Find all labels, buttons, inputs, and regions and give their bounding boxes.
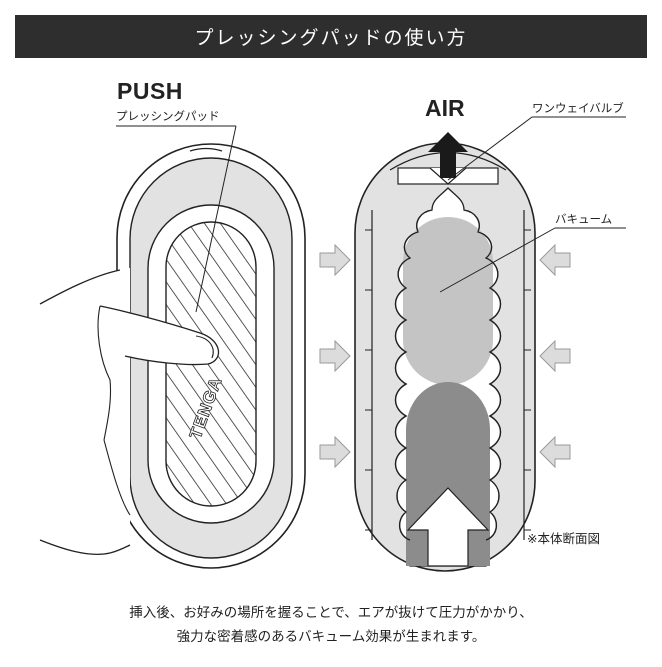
air-label: AIR [425, 95, 465, 121]
vacuum-label: バキューム [555, 212, 613, 226]
arrow-left-2 [539, 339, 571, 373]
arrow-right-2 [319, 339, 351, 373]
section-note: ※本体断面図 [527, 531, 600, 546]
left-ribs [394, 209, 433, 541]
arrow-right-1 [319, 243, 351, 277]
valve-leader-line [447, 116, 533, 181]
header-bar: プレッシングパッドの使い方 [15, 15, 647, 58]
pressing-pad-label: プレッシングパッド [116, 109, 220, 123]
caption: 挿入後、お好みの場所を握ることで、エアが抜けて圧力がかかり、 強力な密着感のある… [0, 601, 662, 649]
product-front-view: TENGA [39, 125, 306, 569]
arrow-left-3 [539, 435, 571, 469]
air-arrow [428, 132, 468, 178]
wall-ticks [365, 229, 531, 531]
caption-line-1: 挿入後、お好みの場所を握ることで、エアが抜けて圧力がかかり、 [129, 605, 533, 621]
product-cross-section [354, 116, 626, 572]
product-top-notch [189, 147, 223, 152]
pressure-arrows [319, 243, 571, 469]
arrow-left-1 [539, 243, 571, 277]
right-ribs [463, 209, 502, 541]
header-title: プレッシングパッドの使い方 [194, 27, 468, 49]
vacuum-chamber [403, 217, 493, 385]
caption-line-2: 強力な密着感のあるバキューム効果が生まれます。 [176, 629, 486, 645]
arrow-right-3 [319, 435, 351, 469]
hand-illustration [39, 268, 219, 555]
one-way-valve-label: ワンウェイバルブ [532, 101, 624, 115]
insert-arrow [406, 487, 490, 567]
pad-leader-line [195, 125, 237, 313]
vacuum-leader-line [439, 227, 556, 293]
pressing-pad-striped [165, 221, 257, 507]
push-label: PUSH [117, 78, 183, 104]
